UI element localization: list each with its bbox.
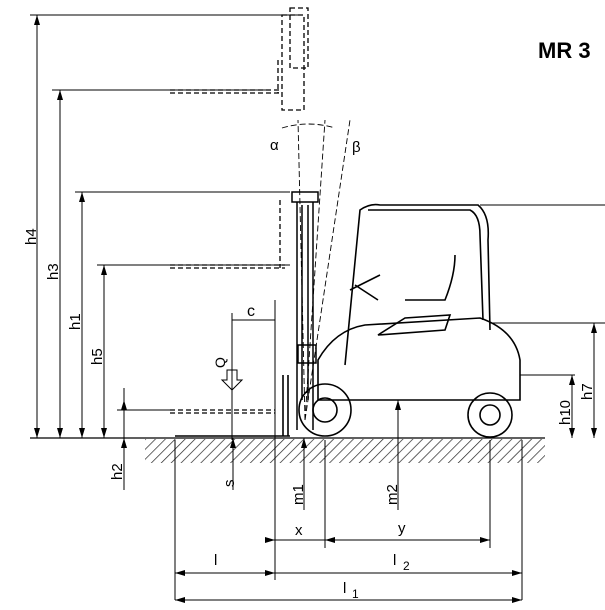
load-center-dimension — [220, 300, 276, 440]
label-h1: h1 — [67, 313, 84, 330]
tilt-angle-lines — [281, 119, 351, 421]
bottom-dimension-lines — [174, 400, 523, 601]
label-beta: β — [352, 139, 361, 156]
bottom-arrowheads — [175, 400, 522, 603]
label-alpha: α — [270, 137, 279, 154]
label-h7: h7 — [579, 383, 596, 400]
label-s: s — [221, 480, 238, 488]
label-h2: h2 — [109, 463, 126, 480]
label-y: y — [398, 520, 406, 537]
mast — [291, 191, 319, 430]
dimension-labels: h4 h3 h1 h5 h2 Q s m1 m2 h10 h7 c α β x … — [23, 137, 596, 601]
label-l1: l — [343, 580, 346, 597]
truck-body — [317, 203, 521, 401]
label-l2: l — [393, 552, 396, 569]
height-dimension-lines — [30, 14, 300, 490]
label-m1: m1 — [290, 484, 307, 505]
front-wheel — [298, 383, 352, 437]
right-dimension-lines — [480, 204, 605, 438]
dimension-arrowheads — [34, 15, 127, 448]
label-l2-sub: 2 — [403, 559, 410, 573]
label-x: x — [295, 522, 303, 539]
label-Q: Q — [212, 357, 228, 368]
label-h3: h3 — [45, 263, 62, 280]
rear-wheel — [467, 392, 513, 438]
right-arrowheads — [569, 323, 597, 438]
label-l: l — [214, 552, 217, 569]
label-h5: h5 — [89, 348, 106, 365]
ground — [30, 437, 545, 463]
model-title: MR 3 — [538, 38, 591, 63]
label-m2: m2 — [384, 484, 401, 505]
raised-mast-dashed — [170, 7, 309, 414]
label-h10: h10 — [557, 400, 574, 425]
label-l1-sub: 1 — [352, 587, 359, 601]
label-h4: h4 — [23, 228, 40, 245]
label-c: c — [247, 303, 255, 320]
